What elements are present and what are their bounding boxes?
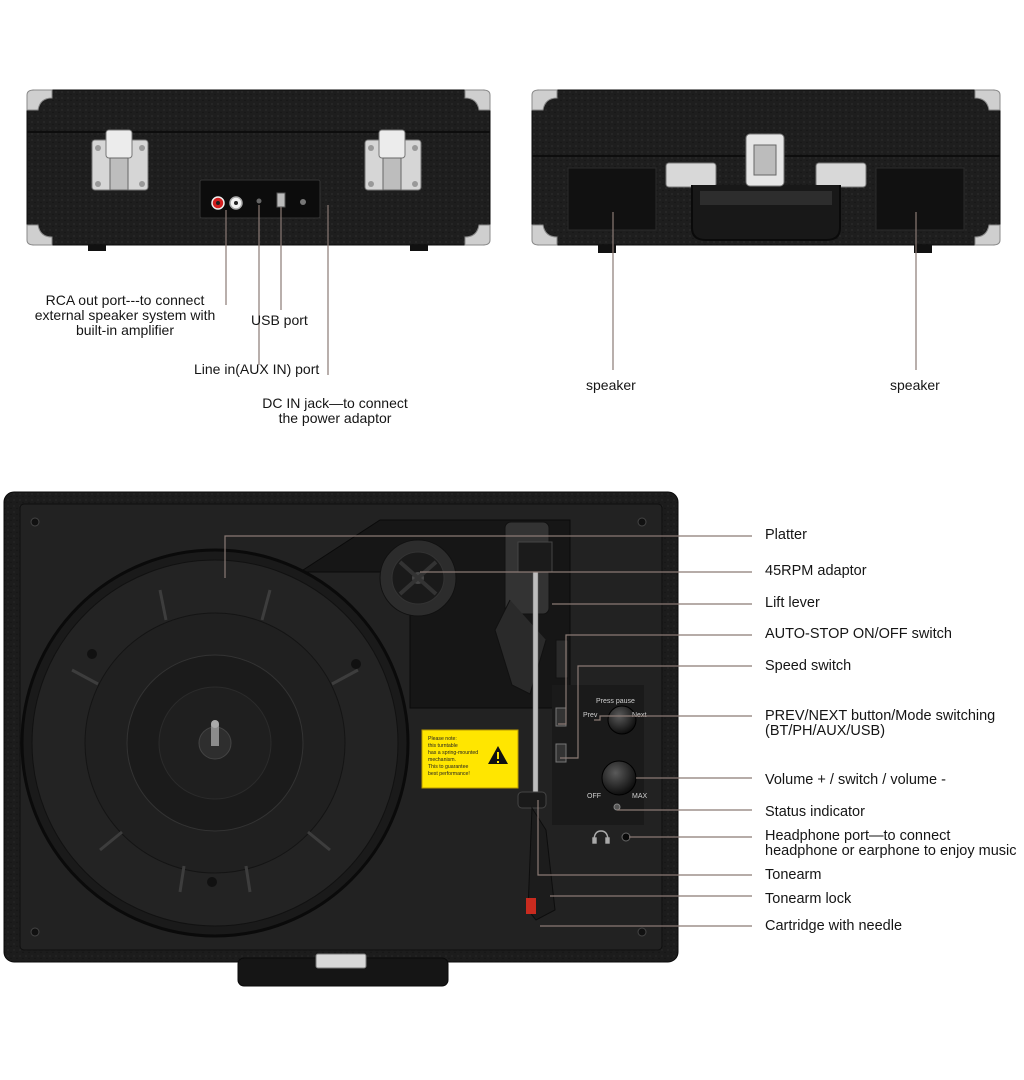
warning-text-line: mechanism. — [428, 757, 456, 763]
corner-cap — [531, 89, 1001, 246]
latch-icon — [364, 129, 422, 191]
callout-status-indicator: Status indicator — [765, 804, 865, 820]
headphone-port[interactable] — [621, 832, 631, 842]
headphone-icon — [592, 830, 610, 844]
back-view-illustration — [26, 89, 491, 375]
callout-headphone-port: Headphone port—to connect headphone or e… — [765, 829, 1017, 859]
callout-auto-stop-switch: AUTO-STOP ON/OFF switch — [765, 626, 952, 642]
latch-icon — [745, 133, 785, 187]
prev-next-knob[interactable] — [607, 705, 637, 735]
carry-handle — [237, 953, 449, 987]
latch-icon — [91, 129, 149, 191]
warning-text-line: has a spring-mounted — [428, 750, 478, 756]
warning-triangle-icon — [488, 746, 508, 764]
platter — [20, 548, 410, 938]
auto-stop-switch[interactable] — [555, 743, 567, 763]
speaker-grille-left — [567, 167, 657, 231]
speaker-label-right: speaker — [890, 377, 940, 393]
usb-port-label: USB port — [251, 312, 308, 328]
off-text: OFF — [587, 793, 601, 800]
callout-tonearm: Tonearm — [765, 867, 822, 883]
usb-port — [276, 192, 286, 208]
callout-cartridge: Cartridge with needle — [765, 918, 903, 934]
speaker-grille-right — [875, 167, 965, 231]
callout-prev-next-button: PREV/NEXT button/Mode switching (BT/PH/A… — [765, 708, 996, 739]
line-in-port-label: Line in(AUX IN) port — [194, 361, 320, 377]
warning-text-line: best performance! — [428, 771, 470, 777]
prev-text: Prev — [583, 712, 598, 719]
45rpm-adaptor — [379, 539, 457, 617]
dc-in-port — [300, 199, 306, 205]
screw-icon — [30, 517, 647, 937]
corner-cap — [26, 89, 491, 246]
callout-volume-knob: Volume + / switch / volume - — [765, 772, 946, 788]
callout-lift-lever: Lift lever — [765, 595, 820, 611]
line-in-port — [256, 198, 262, 204]
warning-text-line: this turntable — [428, 743, 458, 749]
rca-port-label: RCA out port---to connect external speak… — [34, 292, 216, 338]
front-view-illustration — [531, 89, 1001, 370]
warning-text-line: Please note: — [428, 736, 457, 742]
dc-in-jack-label: DC IN jack—to connect the power adaptor — [262, 395, 408, 426]
speaker-label-left: speaker — [586, 377, 636, 393]
volume-knob[interactable] — [601, 760, 637, 796]
warning-text-line: This to guarantee — [428, 764, 468, 770]
callout-45rpm-adaptor: 45RPM adaptor — [765, 563, 867, 579]
top-view-illustration: Please note: this turntable has a spring… — [3, 491, 752, 987]
max-text: MAX — [632, 793, 648, 800]
press-pause-text: Press pause — [596, 698, 635, 705]
warning-sticker: Please note: this turntable has a spring… — [421, 729, 519, 789]
carry-handle — [665, 162, 867, 241]
callout-speed-switch: Speed switch — [765, 658, 852, 674]
tonearm — [494, 521, 569, 921]
callout-platter: Platter — [765, 527, 807, 543]
speed-switch[interactable] — [555, 707, 567, 727]
rca-out-port — [211, 196, 243, 210]
status-indicator — [613, 803, 621, 811]
callout-tonearm-lock: Tonearm lock — [765, 891, 852, 907]
